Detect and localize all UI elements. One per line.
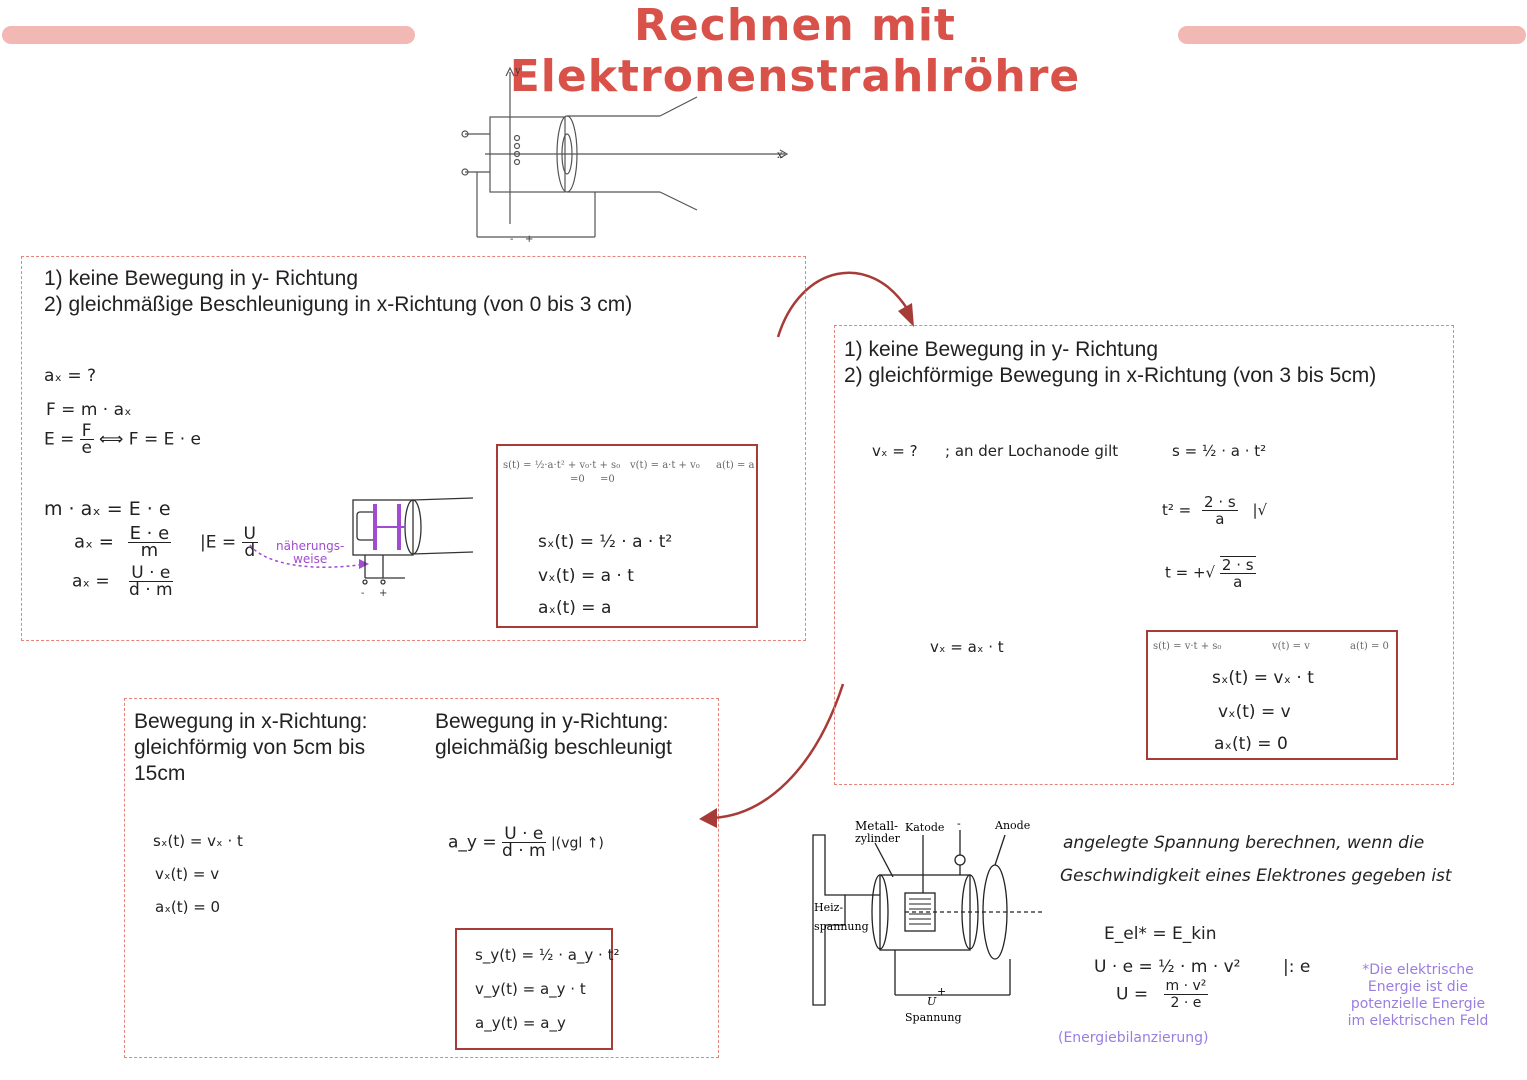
tube-schematic: y x - + <box>461 66 789 245</box>
title-bar-right <box>1178 26 1526 44</box>
section1-result-box: s(t) = ½·a·t² + v₀·t + s₀ v(t) = a·t + v… <box>496 444 758 628</box>
arrow-to-section2 <box>776 271 914 338</box>
res3-ay: a_y(t) = a_y <box>475 1014 566 1032</box>
print-a-formula: a(t) = a <box>716 460 755 471</box>
label-anode: Anode <box>994 819 1030 832</box>
energy-footnote: *Die elektrische Energie ist die potenzi… <box>1347 962 1489 1029</box>
section3-result-box: s_y(t) = ½ · a_y · t² v_y(t) = a_y · t a… <box>455 928 620 1050</box>
label-metall: Metall- <box>855 819 898 833</box>
arrow-to-section3 <box>699 683 845 828</box>
res2-vx: vₓ(t) = v <box>1218 702 1291 722</box>
section3-y-heading: Bewegung in y-Richtung: gleichmäßig besc… <box>435 710 672 759</box>
eq-divide-e: |: e <box>1283 957 1311 977</box>
zero-mark-2: =0 <box>600 474 615 485</box>
section1-box <box>21 256 806 641</box>
label-u: U <box>927 995 937 1008</box>
res2-ax: aₓ(t) = 0 <box>1214 734 1288 754</box>
label-heizspannung: spannung <box>814 920 869 933</box>
capacitor-tube-sketch: - + <box>352 497 474 599</box>
approx-note: näherungs-weise <box>276 539 345 566</box>
res3-vy: v_y(t) = a_y · t <box>475 980 586 998</box>
label-zylinder: zylinder <box>855 832 901 845</box>
section2-line1: 1) keine Bewegung in y- Richtung <box>844 338 1159 361</box>
print-s-formula-2: s(t) = v·t + s₀ <box>1153 641 1222 652</box>
res-ax: aₓ(t) = a <box>538 598 612 618</box>
section2-line2: 2) gleichförmige Bewegung in x-Richtung … <box>844 364 1377 387</box>
section2-box <box>834 325 1454 785</box>
energy-intro-2: Geschwindigkeit eines Elektrones gegeben… <box>1060 866 1452 886</box>
section1-line1: 1) keine Bewegung in y- Richtung <box>44 267 359 290</box>
minus-sign: - <box>510 234 513 245</box>
eq-s-anode: s = ½ · a · t² <box>1172 442 1267 460</box>
eq-vx-product: vₓ = aₓ · t <box>930 638 1004 656</box>
res2-sx: sₓ(t) = vₓ · t <box>1212 668 1314 688</box>
x-motion-s: sₓ(t) = vₓ · t <box>153 832 243 850</box>
label-katode: Katode <box>905 821 944 834</box>
res-sx: sₓ(t) = ½ · a · t² <box>538 532 673 552</box>
print-v-formula-2: v(t) = v <box>1272 641 1310 652</box>
energiebilanz-label: (Energiebilanzierung) <box>1058 1030 1209 1046</box>
y-axis-label: y <box>514 66 521 77</box>
eq-vx-unknown: vₓ = ? <box>872 442 918 460</box>
energy-intro-1: angelegte Spannung berechnen, wenn die <box>1063 833 1425 853</box>
res3-sy: s_y(t) = ½ · a_y · t² <box>475 946 620 964</box>
eq-energy-balance: E_el* = E_kin <box>1104 924 1217 944</box>
section3-x-heading: Bewegung in x-Richtung: gleichförmig von… <box>134 710 368 785</box>
label-minus: - <box>957 817 961 830</box>
section3-box <box>124 698 719 1058</box>
label-spannung: Spannung <box>905 1011 962 1024</box>
print-s-formula: s(t) = ½·a·t² + v₀·t + s₀ <box>503 460 621 471</box>
x-motion-v: vₓ(t) = v <box>155 865 220 883</box>
print-a-formula-2: a(t) = 0 <box>1350 641 1389 652</box>
section2-result-box: s(t) = v·t + s₀ v(t) = v a(t) = 0 sₓ(t) … <box>1146 630 1398 760</box>
title-bar-left <box>2 26 415 44</box>
section1-line2: 2) gleichmäßige Beschleunigung in x-Rich… <box>44 293 633 316</box>
plus-sign: + <box>525 234 533 245</box>
label-plus: + <box>937 985 946 998</box>
x-axis-label: x <box>777 150 783 161</box>
x-motion-a: aₓ(t) = 0 <box>155 898 221 916</box>
eq-ue: U · e = ½ · m · v² <box>1094 957 1241 977</box>
approx-arrow <box>249 544 369 569</box>
label-heiz: Heiz- <box>814 901 843 914</box>
eq-newton: F = m · aₓ <box>46 400 132 420</box>
sketch-plus: + <box>379 588 387 599</box>
zero-mark-1: =0 <box>570 474 585 485</box>
eq-lochanode: ; an der Lochanode gilt <box>945 442 1119 460</box>
eq-m-ax: m · aₓ = E · e <box>44 498 171 520</box>
eq-ax-unknown: aₓ = ? <box>44 366 97 386</box>
page-title: Rechnen mit Elektronenstrahlröhre <box>509 0 1081 102</box>
sketch-minus: - <box>361 588 364 599</box>
electron-gun-diagram: Metall- zylinder Katode Anode Heiz- span… <box>812 817 1045 1024</box>
res-vx: vₓ(t) = a · t <box>538 566 634 586</box>
print-v-formula: v(t) = a·t + v₀ <box>630 460 700 471</box>
